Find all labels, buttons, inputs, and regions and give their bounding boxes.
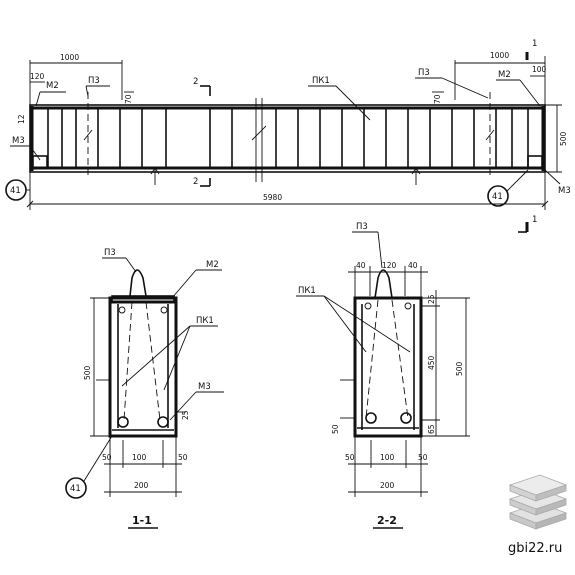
svg-text:5980: 5980 [263, 193, 282, 202]
svg-text:450: 450 [427, 355, 436, 370]
lifting-loop-left [83, 92, 93, 175]
section-2-marker: 2 2 [193, 77, 211, 187]
support-arrows [150, 167, 421, 185]
watermark: gbi22.ru [508, 474, 568, 556]
svg-text:100: 100 [132, 453, 147, 462]
section-2-2: 40 120 40 500 25 450 65 50 50 100 50 200… [296, 222, 470, 529]
section-1-outline [108, 296, 178, 438]
svg-text:1-1: 1-1 [132, 514, 152, 527]
svg-text:М3: М3 [198, 382, 211, 392]
bottom-bar-left-2 [365, 412, 377, 424]
svg-text:200: 200 [380, 481, 395, 490]
svg-text:25: 25 [181, 410, 190, 420]
svg-text:100: 100 [380, 453, 395, 462]
svg-text:П3: П3 [104, 248, 116, 258]
svg-text:1: 1 [532, 39, 537, 49]
svg-text:500: 500 [559, 131, 568, 146]
svg-text:40: 40 [356, 261, 366, 270]
bottom-bar-left [117, 416, 129, 428]
section-1-marker: 1 1 [518, 39, 537, 233]
break-line [251, 98, 267, 182]
svg-text:М3: М3 [558, 186, 571, 196]
svg-text:25: 25 [427, 294, 436, 304]
bottom-plate-right [527, 155, 543, 169]
svg-text:М2: М2 [498, 70, 511, 80]
lifting-loop-p3 [129, 269, 147, 297]
beam-outline [29, 104, 546, 173]
bottom-bar-right [157, 416, 169, 428]
svg-text:П3: П3 [356, 222, 368, 232]
svg-text:П3: П3 [88, 76, 100, 86]
svg-text:41: 41 [492, 192, 503, 202]
svg-text:100: 100 [532, 65, 547, 74]
svg-text:2: 2 [193, 177, 198, 187]
top-right-dimensions: 1000 100 70 500 [432, 51, 568, 173]
svg-text:70: 70 [433, 94, 442, 104]
top-plate-m2 [111, 295, 175, 303]
svg-text:120: 120 [382, 261, 397, 270]
svg-text:50: 50 [331, 424, 340, 434]
svg-text:41: 41 [10, 186, 21, 196]
svg-text:2-2: 2-2 [377, 514, 397, 527]
svg-text:41: 41 [70, 484, 81, 494]
lifting-loop-p3-2 [374, 269, 393, 299]
svg-text:120: 120 [30, 72, 45, 81]
axis-marker-right [487, 185, 509, 207]
svg-text:ПК1: ПК1 [196, 316, 214, 326]
bottom-plate-left [32, 155, 48, 169]
bottom-bar-right-2 [400, 412, 412, 424]
svg-text:1000: 1000 [490, 51, 509, 60]
svg-text:65: 65 [427, 424, 436, 434]
svg-text:М2: М2 [206, 260, 219, 270]
svg-text:1: 1 [532, 215, 537, 225]
svg-text:70: 70 [124, 94, 133, 104]
svg-text:200: 200 [134, 481, 149, 490]
svg-text:500: 500 [83, 365, 92, 380]
svg-text:40: 40 [408, 261, 418, 270]
stirrups [47, 108, 529, 168]
svg-text:12: 12 [17, 114, 26, 124]
beam-elevation: 2 2 1 1 5980 [5, 39, 571, 233]
top-left-dimensions: 1000 120 12 70 [17, 53, 134, 124]
svg-text:М2: М2 [46, 81, 59, 91]
stacked-slabs-icon [508, 474, 568, 530]
svg-text:М3: М3 [12, 136, 25, 146]
svg-text:50: 50 [418, 453, 428, 462]
svg-text:ПК1: ПК1 [298, 286, 316, 296]
lifting-loop-right [485, 92, 495, 175]
section-1-1: 500 50 100 50 200 25 П3 М2 ПК1 М3 41 1-1 [65, 248, 224, 529]
svg-text:50: 50 [178, 453, 188, 462]
svg-text:50: 50 [345, 453, 355, 462]
svg-text:500: 500 [455, 361, 464, 376]
section-2-outline [353, 296, 423, 438]
elevation-callouts: М2 П3 ПК1 П3 М2 М3 М3 41 41 [5, 68, 571, 207]
svg-text:П3: П3 [418, 68, 430, 78]
svg-text:2: 2 [193, 77, 198, 87]
svg-text:50: 50 [102, 453, 112, 462]
watermark-text: gbi22.ru [508, 541, 562, 556]
axis-marker-section-1 [65, 477, 87, 499]
length-dimension: 5980 [26, 172, 549, 210]
svg-text:1000: 1000 [60, 53, 79, 62]
svg-text:ПК1: ПК1 [312, 76, 330, 86]
